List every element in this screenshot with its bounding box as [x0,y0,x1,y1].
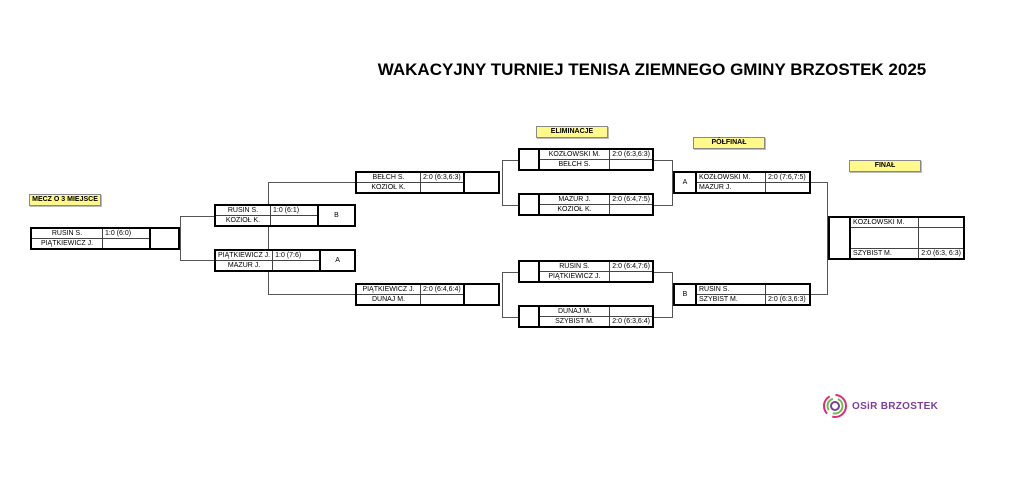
player-name: PIĄTKIEWICZ J. [355,283,421,295]
match-final: KOZŁOWSKI M. SZYBIST M.2:0 (6:3, 6:3) [828,216,965,260]
player-name: RUSIN S. [695,283,766,295]
match-score: 2:0 (6:4,6:4) [419,283,465,295]
match-score [609,305,654,317]
match-score: 2:0 (7:6,7:5) [765,171,811,183]
match-losers-1: BEŁCH S.2:0 (6:3,6:3) KOZIOŁ K. [355,171,500,194]
player-name: BEŁCH S. [355,171,421,183]
match-score: 2:0 (6:3,6:3) [609,148,654,160]
player-name: DUNAJ M. [355,294,421,306]
player-name: KOZŁOWSKI M. [538,148,611,160]
label-third-place: MECZ O 3 MIEJSCE [29,194,101,206]
match-elim-1: KOZŁOWSKI M.2:0 (6:3,6:3) BEŁCH S. [518,148,654,171]
label-semi: PÓŁFINAŁ [693,137,765,149]
match-score: 1:0 (6:0) [102,227,151,239]
match-elim-4: DUNAJ M. SZYBIST M.2:0 (6:3,6:4) [518,305,654,328]
match-score: 1:0 (7:6) [272,249,321,261]
player-name: KOZIOŁ K. [355,182,421,194]
match-elim-3: RUSIN S.2:0 (6:4,7:6) PIĄTKIEWICZ J. [518,260,654,283]
match-consolation-b: RUSIN S.1:0 (6:1)B KOZIOŁ K. [214,204,356,227]
match-consolation-a: PIĄTKIEWICZ J.1:0 (7:6)A MAZUR J. [214,249,356,272]
label-elim: ELIMINACJE [536,126,608,138]
player-name: RUSIN S. [214,204,271,216]
match-mark: A [673,171,697,194]
match-score [765,283,811,295]
player-name: MAZUR J. [695,182,766,194]
osir-logo: OSiR BRZOSTEK [822,393,938,419]
match-score: 2:0 (6:3,6:3) [765,294,811,306]
match-score: 1:0 (6:1) [270,204,319,216]
player-name: MAZUR J. [538,193,611,205]
match-score [609,159,654,171]
match-elim-2: MAZUR J.2:0 (6:4,7:5) KOZIOŁ K. [518,193,654,216]
player-name: KOZŁOWSKI M. [849,216,920,228]
player-name: RUSIN S. [538,260,611,272]
player-name: KOZIOŁ K. [214,215,271,227]
player-name: MAZUR J. [214,260,274,272]
match-score: 2:0 (6:3,6:4) [609,316,654,328]
logo-text: OSiR BRZOSTEK [852,400,939,412]
match-mark: B [673,283,697,306]
logo-icon [823,394,847,418]
match-score [609,204,654,216]
match-third-place: RUSIN S.1:0 (6:0) PIĄTKIEWICZ J. [30,227,180,250]
match-score: 2:0 (6:3, 6:3) [918,248,965,260]
match-losers-2: PIĄTKIEWICZ J.2:0 (6:4,6:4) DUNAJ M. [355,283,500,306]
player-name: PIĄTKIEWICZ J. [214,249,274,261]
player-name: PIĄTKIEWICZ J. [538,271,611,283]
player-name: DUNAJ M. [538,305,611,317]
player-name: KOZŁOWSKI M. [695,171,766,183]
match-score [765,182,811,194]
match-mark: A [319,249,356,272]
player-name: RUSIN S. [30,227,103,239]
player-name: BEŁCH S. [538,159,611,171]
player-name: KOZIOŁ K. [538,204,611,216]
player-name: SZYBIST M. [538,316,611,328]
match-score [609,271,654,283]
player-name: SZYBIST M. [849,248,920,260]
player-name: SZYBIST M. [695,294,766,306]
match-score: 2:0 (6:3,6:3) [419,171,465,183]
match-mark: B [317,204,356,227]
page-title: WAKACYJNY TURNIEJ TENISA ZIEMNEGO GMINY … [377,60,927,79]
player-name: PIĄTKIEWICZ J. [30,238,103,250]
label-final: FINAŁ [849,160,921,172]
match-score: 2:0 (6:4,7:5) [609,193,654,205]
match-score: 2:0 (6:4,7:6) [609,260,654,272]
